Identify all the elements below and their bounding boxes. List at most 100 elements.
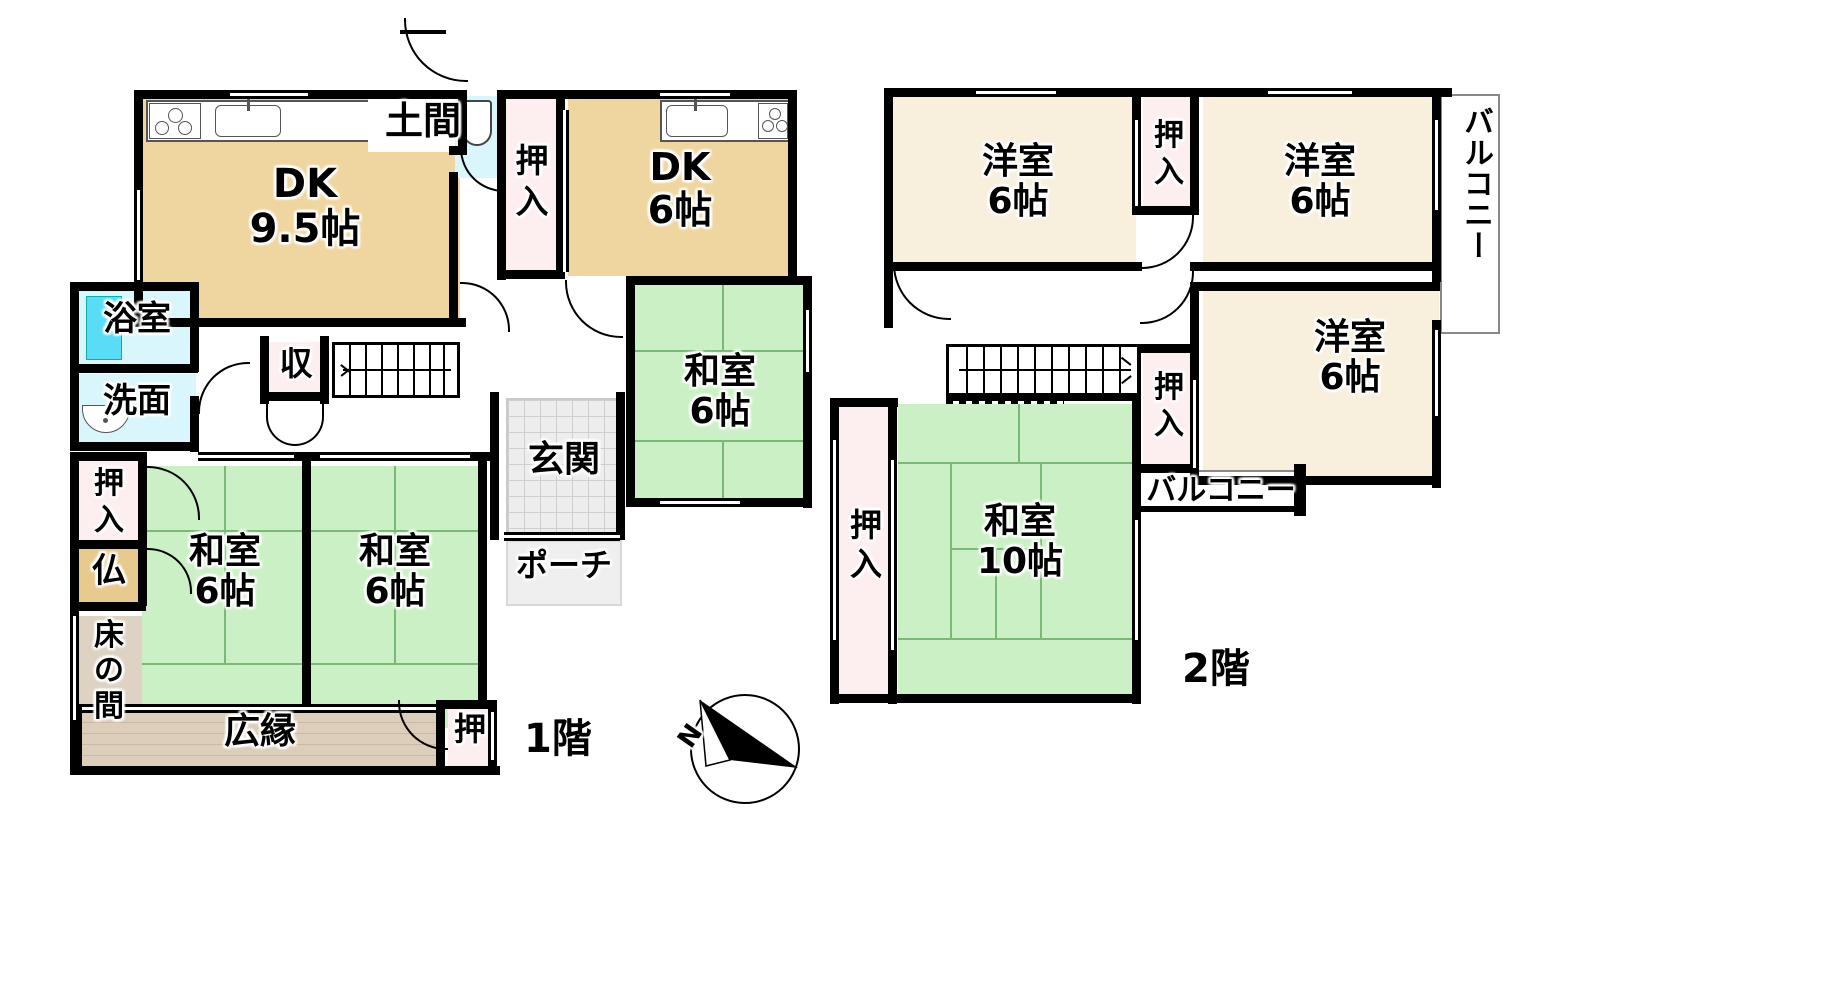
door-swing xyxy=(565,280,623,338)
room-yoshitsu-6-nw xyxy=(890,94,1136,270)
tatami-line xyxy=(632,350,808,352)
wall xyxy=(478,460,487,708)
wall xyxy=(788,90,797,276)
wall xyxy=(626,276,812,285)
window xyxy=(134,190,143,280)
genkan-tile-texture xyxy=(508,400,620,532)
label-dk-9-5: DK 9.5帖 xyxy=(249,161,361,252)
wall xyxy=(830,694,1140,703)
wall xyxy=(260,336,269,404)
wall xyxy=(190,282,199,372)
label-washitsu-6-b: 和室 6帖 xyxy=(358,531,431,613)
faucet-icon xyxy=(247,99,250,111)
wall xyxy=(70,540,146,549)
window xyxy=(504,532,620,541)
label-washitsu-6-upper: 和室 6帖 xyxy=(683,351,756,433)
wall xyxy=(626,276,635,504)
label-butsuma: 仏 xyxy=(92,551,126,591)
sink-icon-2 xyxy=(666,105,728,137)
label-oshiire-toilet-side: 押 入 xyxy=(515,141,549,222)
wall xyxy=(1132,344,1194,353)
window xyxy=(660,90,730,99)
window xyxy=(230,90,308,99)
wall xyxy=(70,282,198,291)
window xyxy=(1432,330,1441,416)
wall xyxy=(884,88,893,328)
tatami-line xyxy=(722,282,724,350)
door-swing xyxy=(198,362,250,414)
room-oshiire-toilet-side xyxy=(504,96,560,274)
wall xyxy=(70,364,198,373)
room-washitsu-6-upper xyxy=(632,282,808,500)
stair-opening-edge xyxy=(946,400,1064,404)
wall xyxy=(1294,464,1306,516)
wall xyxy=(449,146,467,155)
label-tokonoma: 床 の 間 xyxy=(94,618,124,724)
floor1-label: 1階 xyxy=(524,716,592,762)
window xyxy=(560,110,569,272)
tatami-line xyxy=(722,440,724,500)
room-oshiire-left-2f xyxy=(836,404,896,698)
wall xyxy=(1136,506,1306,512)
wall xyxy=(1132,206,1194,215)
label-porch: ポーチ xyxy=(515,546,612,584)
wall xyxy=(1190,262,1440,271)
window xyxy=(198,452,294,461)
wall xyxy=(320,336,329,404)
wall xyxy=(497,270,565,279)
window xyxy=(660,498,740,507)
room-yoshitsu-6-e xyxy=(1203,290,1439,476)
window xyxy=(1132,520,1141,640)
wall xyxy=(70,452,79,774)
label-hiroen: 広縁 xyxy=(223,711,296,752)
room-oshiire-top-mid xyxy=(1143,94,1195,214)
wall xyxy=(1190,88,1199,215)
wall xyxy=(616,392,625,540)
wall xyxy=(497,90,797,99)
wall xyxy=(134,90,143,282)
label-yoshitsu-6-nw: 洋室 6帖 xyxy=(981,141,1054,223)
wall xyxy=(458,90,467,152)
stairs-2f xyxy=(946,344,1140,396)
wall xyxy=(1190,476,1440,485)
room-shuunou xyxy=(266,342,326,400)
stairs-1f xyxy=(332,342,460,398)
window xyxy=(830,440,839,640)
label-shuunou: 収 xyxy=(279,344,313,383)
window xyxy=(82,704,436,713)
window xyxy=(1190,380,1199,468)
floor2-label: 2階 xyxy=(1182,646,1250,692)
room-butsuma xyxy=(76,548,142,608)
window xyxy=(70,616,79,720)
room-balcony-right xyxy=(1440,94,1500,334)
window xyxy=(320,452,470,461)
wall xyxy=(138,540,147,606)
label-washitsu-10: 和室 10帖 xyxy=(976,501,1064,583)
label-doma: 土間 xyxy=(384,99,461,143)
window xyxy=(976,88,1056,97)
bathtub-icon xyxy=(86,296,122,360)
door-swing xyxy=(460,282,510,332)
wall xyxy=(449,172,458,326)
room-oshiire-left xyxy=(76,460,142,542)
window xyxy=(488,712,497,760)
room-oshiire-mid xyxy=(1143,352,1195,472)
door-swing xyxy=(893,262,951,320)
label-balcony-right: バルコニー xyxy=(1458,106,1493,261)
door-swing xyxy=(404,18,468,82)
wall xyxy=(884,262,1142,271)
wall xyxy=(190,396,199,452)
room-yoshitsu-6-ne xyxy=(1203,94,1435,270)
wall xyxy=(70,452,146,461)
room-porch xyxy=(506,540,622,606)
compass-needle-icon xyxy=(699,699,798,768)
north-arrow: N xyxy=(672,686,802,804)
wall xyxy=(134,276,143,324)
wall xyxy=(302,460,311,708)
window xyxy=(888,460,897,650)
label-yokushitsu: 浴室 xyxy=(103,299,171,339)
wall xyxy=(70,704,82,774)
wall xyxy=(1132,344,1141,478)
wall xyxy=(70,442,198,451)
label-dk-6: DK 6帖 xyxy=(647,145,713,232)
